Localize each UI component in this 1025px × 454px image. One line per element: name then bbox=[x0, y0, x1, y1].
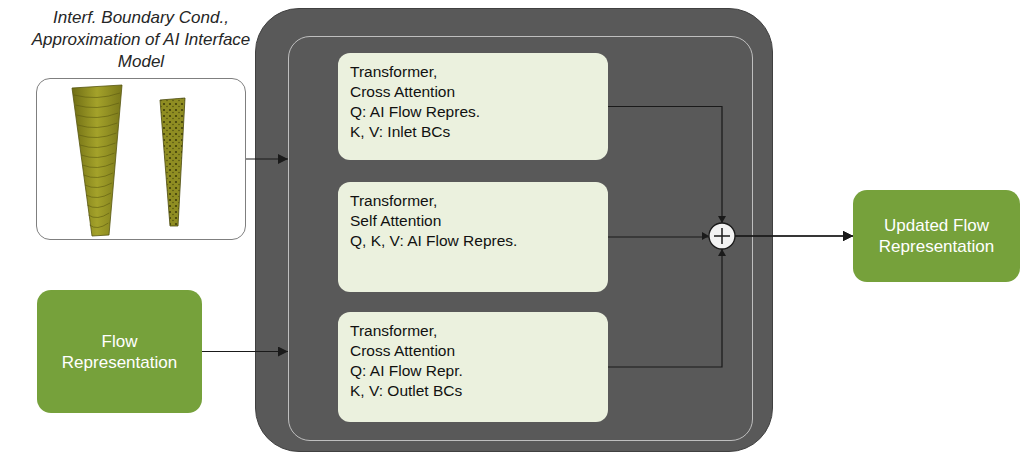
flow-arrow bbox=[608, 236, 853, 367]
box-label: Transformer, bbox=[350, 321, 596, 341]
blade-texture bbox=[74, 93, 120, 228]
blade-shape bbox=[72, 85, 122, 236]
model-block: Transformer,Cross AttentionQ: AI Flow Re… bbox=[255, 8, 773, 452]
blade-texture-line bbox=[85, 183, 112, 188]
process-box: Flow Representation bbox=[37, 290, 202, 413]
blade-texture-line bbox=[88, 213, 109, 218]
blade-texture-line bbox=[80, 143, 116, 148]
box-label: K, V: Inlet BCs bbox=[350, 122, 596, 142]
flow-arrow bbox=[202, 351, 288, 352]
blade-shape bbox=[160, 98, 185, 226]
blade-texture-line bbox=[84, 173, 113, 178]
box-label: K, V: Outlet BCs bbox=[350, 381, 596, 401]
blade-texture-line bbox=[78, 123, 118, 128]
image-box: Interf. Boundary Cond., Approximation of… bbox=[36, 78, 246, 240]
transformer-group: Transformer,Cross AttentionQ: AI Flow Re… bbox=[288, 36, 753, 441]
blade-texture-line bbox=[81, 153, 114, 158]
blade-texture-line bbox=[76, 113, 118, 118]
blade-texture-line bbox=[87, 203, 110, 208]
box-label: Cross Attention bbox=[350, 82, 596, 102]
transformer-box: Transformer,Cross AttentionQ: AI Flow Re… bbox=[338, 53, 608, 160]
box-label: Cross Attention bbox=[350, 341, 596, 361]
blade-texture-line bbox=[79, 133, 117, 138]
box-label: Transformer, bbox=[350, 62, 596, 82]
sum-circle bbox=[709, 223, 735, 249]
sum-arrowhead bbox=[718, 216, 726, 223]
blade-texture-line bbox=[82, 163, 113, 168]
sum-arrowhead bbox=[718, 249, 726, 256]
blade-texture-line bbox=[75, 103, 119, 108]
blade-texture-line bbox=[86, 193, 111, 198]
box-label: Updated Flow Representation bbox=[867, 215, 1006, 257]
box-label: Q, K, V: AI Flow Repres. bbox=[350, 231, 596, 251]
box-label: Self Attention bbox=[350, 211, 596, 231]
flow-arrow bbox=[608, 107, 853, 237]
flow-arrow bbox=[246, 158, 288, 159]
box-label: Transformer, bbox=[350, 191, 596, 211]
sum-arrowhead bbox=[702, 232, 709, 240]
box-label: Q: AI Flow Repres. bbox=[350, 102, 596, 122]
box-label: Q: AI Flow Repr. bbox=[350, 361, 596, 381]
blade-texture-line bbox=[90, 223, 109, 228]
process-box: Updated Flow Representation bbox=[853, 190, 1020, 282]
transformer-box: Transformer,Cross AttentionQ: AI Flow Re… bbox=[338, 312, 608, 422]
plus-sign bbox=[714, 228, 730, 244]
transformer-box: Transformer,Self AttentionQ, K, V: AI Fl… bbox=[338, 182, 608, 292]
blade-texture-line bbox=[74, 93, 120, 98]
box-label: Flow Representation bbox=[51, 331, 188, 373]
caption-heading: Interf. Boundary Cond., Approximation of… bbox=[23, 7, 259, 73]
